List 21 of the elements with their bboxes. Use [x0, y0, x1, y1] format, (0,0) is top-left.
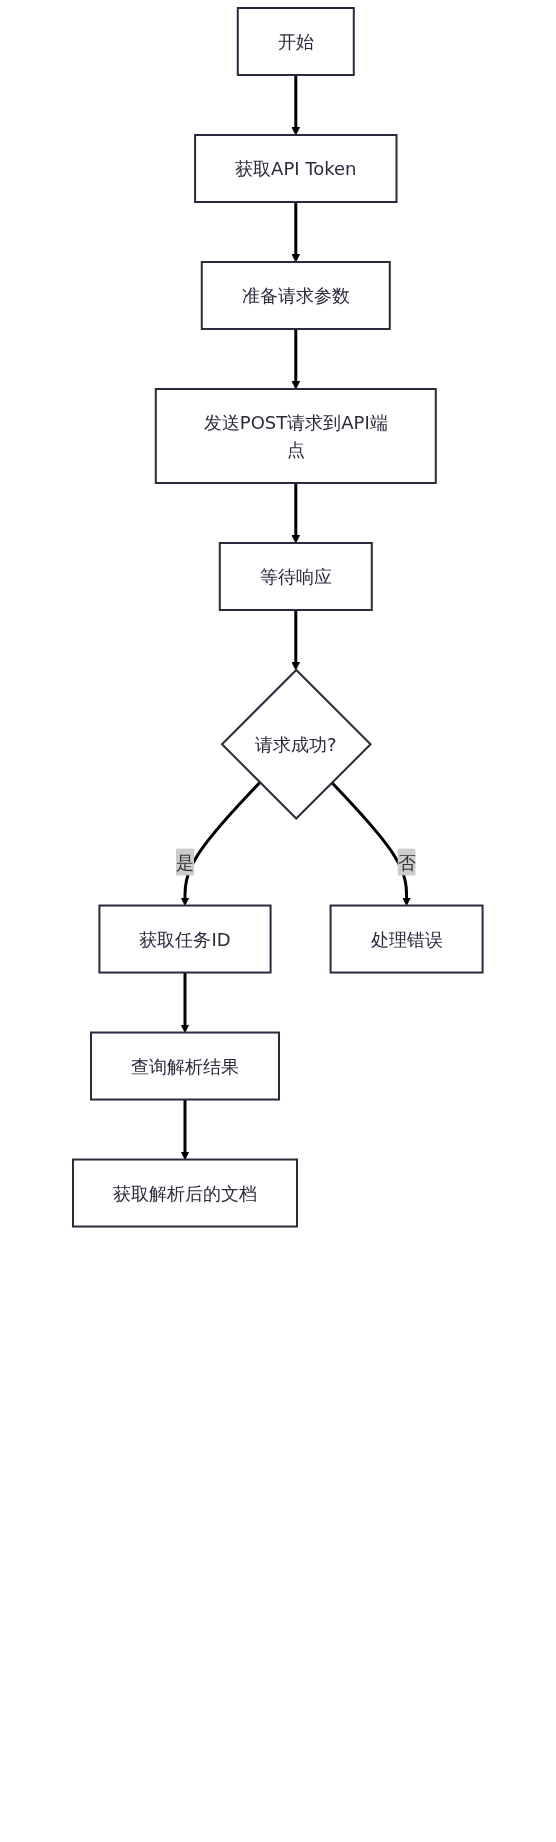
- node-box: 等待响应: [219, 542, 373, 611]
- arrow: [180, 1099, 190, 1160]
- node-box: 处理错误: [329, 904, 484, 974]
- edge-label: 否: [397, 851, 416, 873]
- arrow: [291, 202, 301, 263]
- arrow: [330, 781, 412, 906]
- node-diamond: 请求成功?: [220, 668, 373, 820]
- node-box: 获取API Token: [194, 134, 398, 203]
- node-box: 获取解析后的文档: [72, 1158, 299, 1228]
- node-box: 获取任务ID: [98, 904, 272, 974]
- node-box: 开始: [237, 7, 355, 76]
- arrow: [180, 972, 190, 1033]
- edge-label: 是: [176, 851, 195, 873]
- node-box: 发送POST请求到API端点: [155, 388, 437, 484]
- arrow: [291, 610, 301, 671]
- arrow: [291, 329, 301, 390]
- arrow: [291, 75, 301, 136]
- arrow: [291, 483, 301, 544]
- node-box: 准备请求参数: [201, 261, 391, 330]
- node-box: 查询解析结果: [90, 1031, 281, 1101]
- arrow: [180, 781, 262, 906]
